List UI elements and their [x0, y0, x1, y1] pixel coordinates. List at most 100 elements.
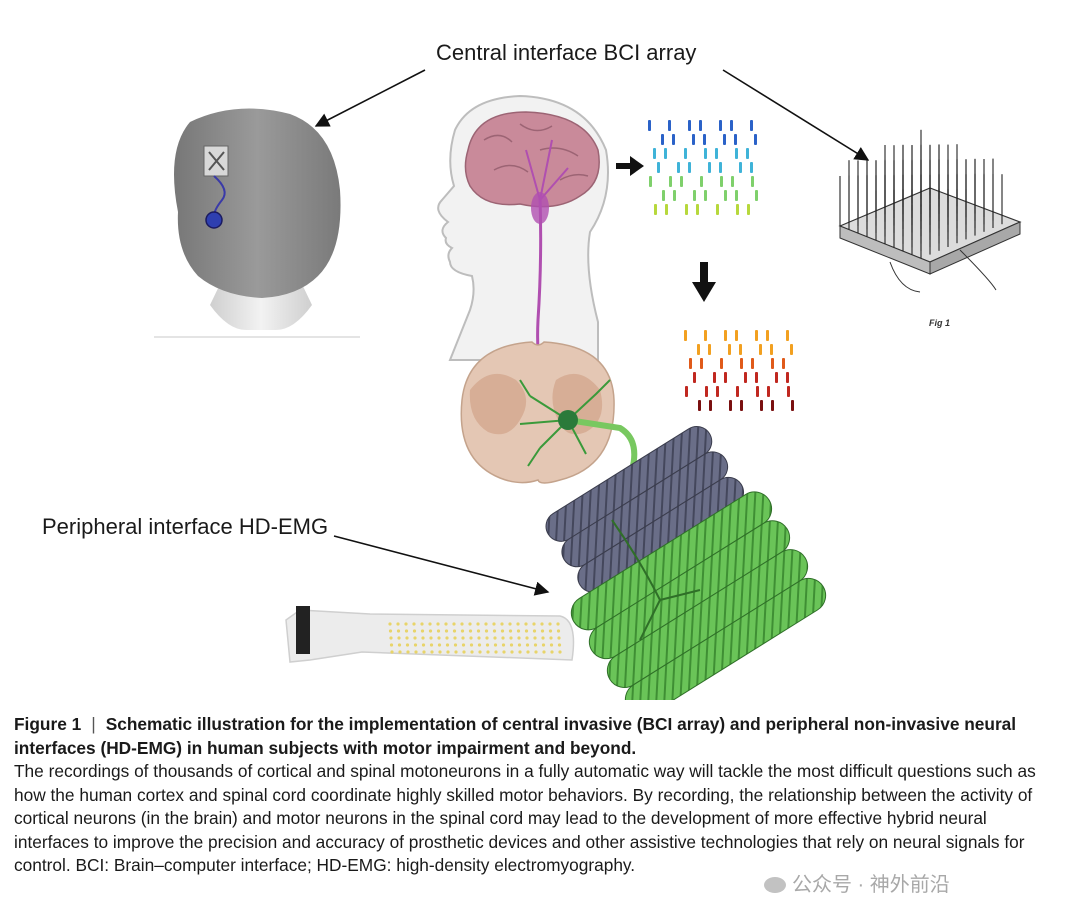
emg-electrode	[406, 650, 410, 654]
spike-mark	[698, 400, 701, 411]
emg-electrode	[452, 622, 456, 626]
emg-electrode	[508, 629, 513, 633]
spike-mark	[688, 162, 691, 173]
emg-electrode	[477, 636, 481, 640]
peripheral-interface-label: Peripheral interface HD-EMG	[42, 514, 329, 539]
spike-mark	[755, 330, 758, 341]
emg-electrode	[517, 643, 522, 647]
emg-electrode	[404, 629, 409, 633]
spike-mark	[731, 176, 734, 187]
emg-electrode	[486, 650, 490, 654]
emg-electrode	[484, 629, 489, 633]
emg-electrode	[541, 636, 545, 640]
emg-electrode	[413, 636, 417, 640]
emg-electrode	[550, 650, 554, 654]
emg-electrode	[436, 629, 441, 633]
spike-mark	[664, 148, 667, 159]
spike-mark	[771, 400, 774, 411]
spike-mark	[662, 190, 665, 201]
spike-mark	[699, 120, 702, 131]
emg-electrode	[516, 629, 521, 633]
spike-mark	[693, 372, 696, 383]
spike-mark	[729, 400, 732, 411]
emg-electrode	[533, 643, 538, 647]
spike-mark	[747, 204, 750, 215]
spike-mark	[735, 148, 738, 159]
caption-body: The recordings of thousands of cortical …	[14, 761, 1036, 875]
emg-electrode	[405, 636, 409, 640]
spike-mark	[649, 176, 652, 187]
spike-mark	[791, 400, 794, 411]
emg-electrode	[468, 629, 473, 633]
spike-mark	[689, 358, 692, 369]
spike-mark	[669, 176, 672, 187]
emg-electrode	[485, 636, 489, 640]
emg-connector-icon	[296, 606, 310, 654]
spike-mark	[715, 148, 718, 159]
down-arrow-icon	[692, 262, 716, 302]
emg-electrode	[476, 622, 480, 626]
emg-electrode	[413, 643, 418, 647]
spike-mark	[720, 358, 723, 369]
wechat-icon	[764, 877, 786, 893]
emg-electrode	[398, 650, 402, 654]
spike-raster-top	[648, 120, 758, 215]
emg-electrode	[558, 650, 562, 654]
schematic-figure	[154, 69, 1022, 700]
spike-mark	[746, 148, 749, 159]
emg-electrode	[524, 622, 528, 626]
spike-mark	[750, 120, 753, 131]
spike-mark	[751, 358, 754, 369]
spike-mark	[673, 190, 676, 201]
emg-electrode	[516, 622, 520, 626]
spike-mark	[704, 330, 707, 341]
emg-electrode	[548, 622, 552, 626]
spike-mark	[672, 134, 675, 145]
right-arrow-icon	[616, 156, 644, 176]
emg-electrode	[493, 636, 497, 640]
emg-electrode	[540, 622, 544, 626]
emg-electrode	[453, 636, 457, 640]
bci-array-drawing	[838, 129, 1022, 293]
emg-electrode	[518, 650, 522, 654]
emg-electrode	[389, 636, 393, 640]
emg-electrode	[469, 636, 473, 640]
spike-mark	[720, 176, 723, 187]
head-top-view	[154, 108, 360, 338]
emg-electrode	[453, 643, 458, 647]
spike-mark	[754, 134, 757, 145]
emg-electrode	[556, 622, 560, 626]
emg-electrode	[396, 629, 401, 633]
emg-electrode	[510, 650, 514, 654]
spike-mark	[751, 176, 754, 187]
spike-mark	[730, 120, 733, 131]
emg-electrode	[500, 622, 504, 626]
spike-mark	[724, 190, 727, 201]
emg-electrode	[452, 629, 457, 633]
emg-electrode	[397, 643, 402, 647]
spike-mark	[661, 134, 664, 145]
emg-electrode	[470, 650, 474, 654]
emg-electrode	[484, 622, 488, 626]
emg-electrode	[445, 636, 449, 640]
spike-mark	[697, 344, 700, 355]
spike-mark	[668, 120, 671, 131]
emg-electrode	[542, 650, 546, 654]
emg-electrode	[429, 643, 434, 647]
emg-electrode	[438, 650, 442, 654]
spike-mark	[787, 386, 790, 397]
spike-mark	[755, 372, 758, 383]
emg-electrode	[396, 622, 400, 626]
spike-mark	[734, 134, 737, 145]
spike-mark	[770, 344, 773, 355]
emg-electrode	[525, 636, 529, 640]
spike-mark	[708, 162, 711, 173]
watermark-text: 公众号 · 神外前沿	[792, 874, 950, 896]
spike-mark	[693, 190, 696, 201]
spike-mark	[716, 204, 719, 215]
spike-mark	[680, 176, 683, 187]
watermark: 公众号 · 神外前沿	[764, 868, 950, 897]
spike-mark	[736, 204, 739, 215]
spinal-cross-section	[460, 341, 638, 522]
emg-electrode	[500, 629, 505, 633]
